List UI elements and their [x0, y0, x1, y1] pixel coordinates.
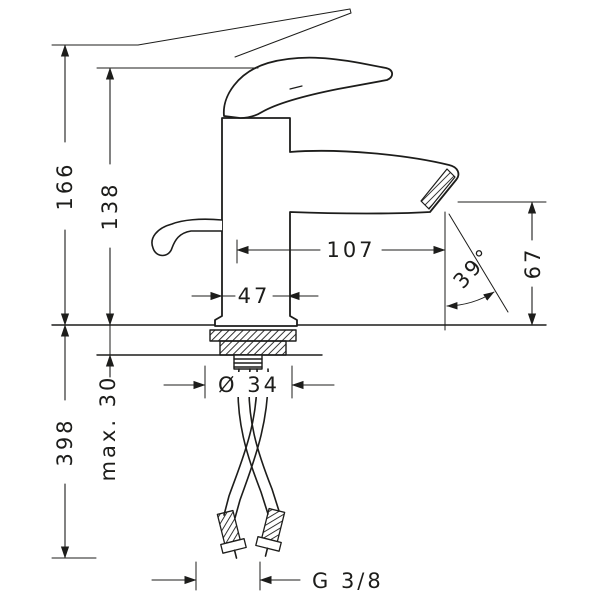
- mounting-nut: [219, 340, 287, 356]
- handle-mark: [289, 85, 303, 90]
- mounting-flange: [209, 329, 297, 342]
- angle-leg-line: [448, 213, 509, 313]
- aerator: [420, 168, 456, 210]
- dim-spray-angle-label: 39°: [449, 243, 498, 293]
- dim-spout-reach-label: 107: [326, 238, 375, 262]
- label-mask: [212, 372, 286, 397]
- angle-arc: [446, 291, 495, 310]
- dim-max-deck-thickness-label: max. 30: [96, 375, 120, 482]
- mounting-hardware: [209, 329, 297, 370]
- dim-spout-height-label: 138: [98, 181, 122, 230]
- dimension-lines: [60, 44, 537, 585]
- dim-hose-length-label: 398: [53, 417, 77, 466]
- dim-connection-thread-label: G 3/8: [312, 569, 384, 593]
- dimension-labels: 166 138 398 max. 30 67 107 47 Ø 34 G 3/8…: [53, 161, 545, 593]
- counter-lines: [51, 324, 547, 356]
- faucet-body: [214, 117, 460, 327]
- dim-total-height-label: 166: [53, 161, 77, 210]
- popup-rod-lever: [151, 218, 223, 257]
- supply-hoses: [216, 368, 286, 559]
- extension-lines: [51, 44, 547, 591]
- dim-base-width-label: 47: [238, 284, 271, 308]
- handle-raised-outline: [137, 8, 352, 58]
- dim-shank-diameter-label: Ø 34: [218, 373, 280, 397]
- dim-outlet-to-deck-label: 67: [521, 247, 545, 280]
- lever-handle: [223, 56, 394, 119]
- hose-connector-right: [255, 507, 286, 557]
- hose-connector-left: [216, 509, 247, 559]
- faucet-outline: [137, 8, 460, 327]
